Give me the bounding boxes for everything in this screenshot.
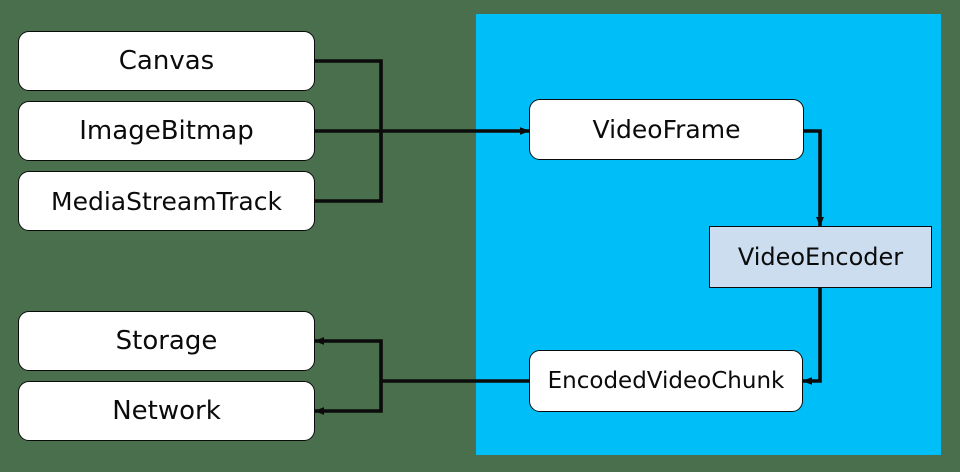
- node-videoencoder-label: VideoEncoder: [737, 243, 904, 271]
- node-videoframe[interactable]: VideoFrame: [529, 99, 804, 160]
- node-videoencoder[interactable]: VideoEncoder: [709, 226, 932, 288]
- edge-videoencoder-to-encodedvideochunk: [802, 288, 822, 385]
- edge-encodedvideochunk-to-storage: [314, 337, 383, 381]
- node-mediastreamtrack[interactable]: MediaStreamTrack: [18, 171, 315, 231]
- node-storage-label: Storage: [115, 326, 218, 356]
- node-mediastreamtrack-label: MediaStreamTrack: [51, 186, 282, 216]
- node-network-label: Network: [112, 396, 221, 426]
- node-network[interactable]: Network: [18, 381, 315, 441]
- edge-encodedvideochunk-to-network: [314, 381, 383, 415]
- node-videoframe-label: VideoFrame: [592, 115, 741, 144]
- node-canvas-label: Canvas: [118, 46, 215, 76]
- edge-canvas-to-videoframe: [315, 59, 383, 131]
- edge-mediastreamtrack-to-videoframe: [315, 131, 383, 203]
- node-canvas[interactable]: Canvas: [18, 31, 315, 91]
- node-encodedvideochunk-label: EncodedVideoChunk: [547, 367, 785, 394]
- node-imagebitmap[interactable]: ImageBitmap: [18, 101, 315, 161]
- edge-videoframe-to-videoencoder: [804, 129, 824, 227]
- node-encodedvideochunk[interactable]: EncodedVideoChunk: [529, 350, 803, 412]
- node-imagebitmap-label: ImageBitmap: [79, 116, 254, 146]
- node-storage[interactable]: Storage: [18, 311, 315, 371]
